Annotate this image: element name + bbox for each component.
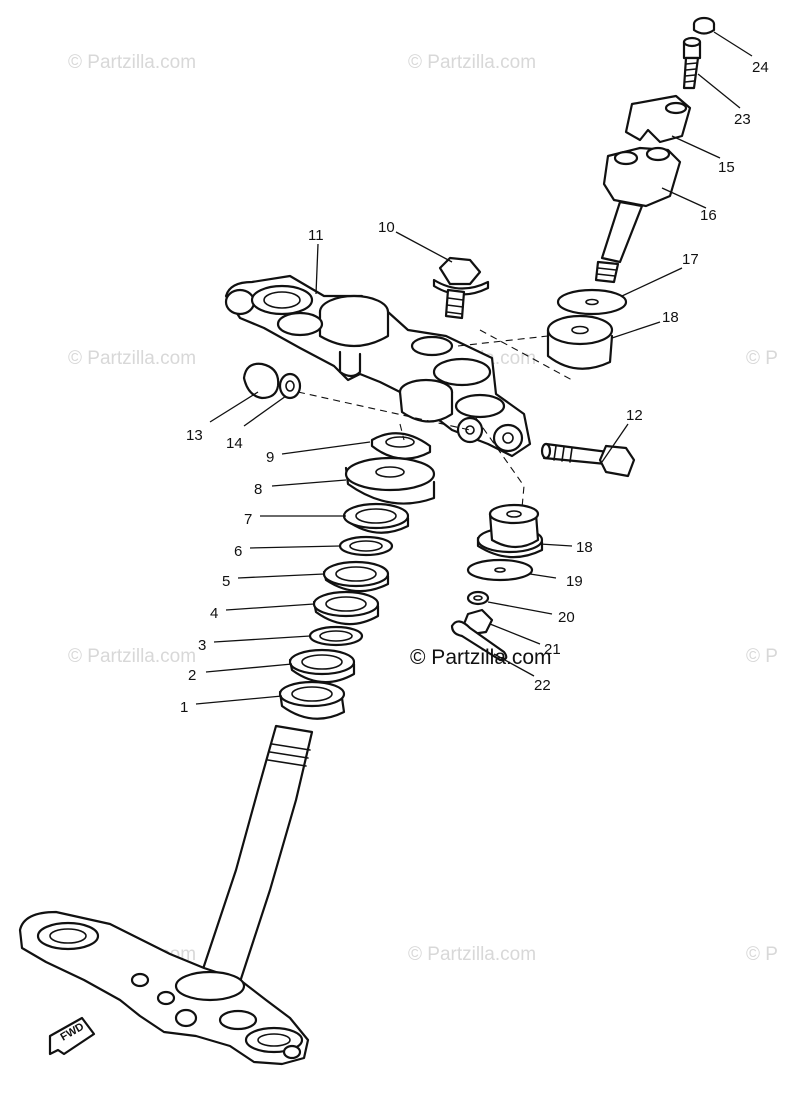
part-10-bolt <box>432 256 490 320</box>
part-11-upper-bracket <box>224 274 532 458</box>
watermark-edge: © P <box>746 646 778 667</box>
callout-12: 12 <box>626 407 643 424</box>
part-9-ring-nut <box>370 432 432 460</box>
callout-8: 8 <box>254 481 262 498</box>
watermark: © Partzilla.com <box>408 52 536 73</box>
watermark: © Partzilla.com <box>68 646 196 667</box>
part-12-pinch-bolt <box>540 442 636 478</box>
part-23-bolt <box>682 36 702 90</box>
callout-13: 13 <box>186 427 203 444</box>
callout-15: 15 <box>718 159 735 176</box>
callout-16: 16 <box>700 207 717 224</box>
fwd-indicator: FWD <box>48 1016 96 1056</box>
callout-9: 9 <box>266 449 274 466</box>
callout-20: 20 <box>558 609 575 626</box>
callout-18-upper: 18 <box>662 309 679 326</box>
callout-1: 1 <box>180 699 188 716</box>
part-18-damper-upper <box>546 314 614 370</box>
watermark: © Partzilla.com <box>68 348 196 369</box>
callout-21: 21 <box>544 641 561 658</box>
callout-24: 24 <box>752 59 769 76</box>
part-24-cap <box>692 16 716 35</box>
callout-2: 2 <box>188 667 196 684</box>
callout-4: 4 <box>210 605 218 622</box>
watermark-edge: © P <box>746 348 778 369</box>
callouts: 24 23 15 16 17 18 11 10 12 13 14 9 8 7 6… <box>180 59 769 716</box>
watermark-edge: © P <box>746 944 778 965</box>
watermark-main: © Partzilla.com <box>410 646 552 669</box>
part-7-seal <box>342 502 410 534</box>
part-15-upper-holder <box>624 94 692 144</box>
part-20-washer <box>466 590 490 606</box>
watermark: © Partzilla.com <box>408 944 536 965</box>
part-4-race <box>312 590 380 626</box>
callout-17: 17 <box>682 251 699 268</box>
callout-7: 7 <box>244 511 252 528</box>
part-2-race <box>288 648 356 684</box>
part-18-damper-lower <box>476 503 544 559</box>
part-5-race <box>322 560 390 593</box>
part-3-ball-bearings <box>308 625 364 647</box>
part-6-ball-bearings <box>338 535 394 557</box>
callout-3: 3 <box>198 637 206 654</box>
assembly-lines <box>297 329 573 509</box>
part-16-lower-holder <box>594 146 682 284</box>
callout-23: 23 <box>734 111 751 128</box>
watermark: © Partzilla.com <box>68 52 196 73</box>
part-19-washer <box>466 558 534 582</box>
callout-11: 11 <box>308 227 324 244</box>
part-17-washer <box>556 288 628 316</box>
leader-lines <box>195 31 753 705</box>
part-1-seal <box>278 680 346 720</box>
callout-18-lower: 18 <box>576 539 593 556</box>
callout-10: 10 <box>378 219 395 236</box>
callout-22: 22 <box>534 677 551 694</box>
part-14-washer <box>278 372 302 400</box>
callout-19: 19 <box>566 573 583 590</box>
part-22-cotter-pin <box>450 620 508 662</box>
callout-6: 6 <box>234 543 242 560</box>
part-13-cap <box>242 362 280 400</box>
callout-14: 14 <box>226 435 243 452</box>
part-8-washer <box>344 456 436 505</box>
callout-5: 5 <box>222 573 230 590</box>
steering-stem-lower-bracket <box>18 724 314 1066</box>
